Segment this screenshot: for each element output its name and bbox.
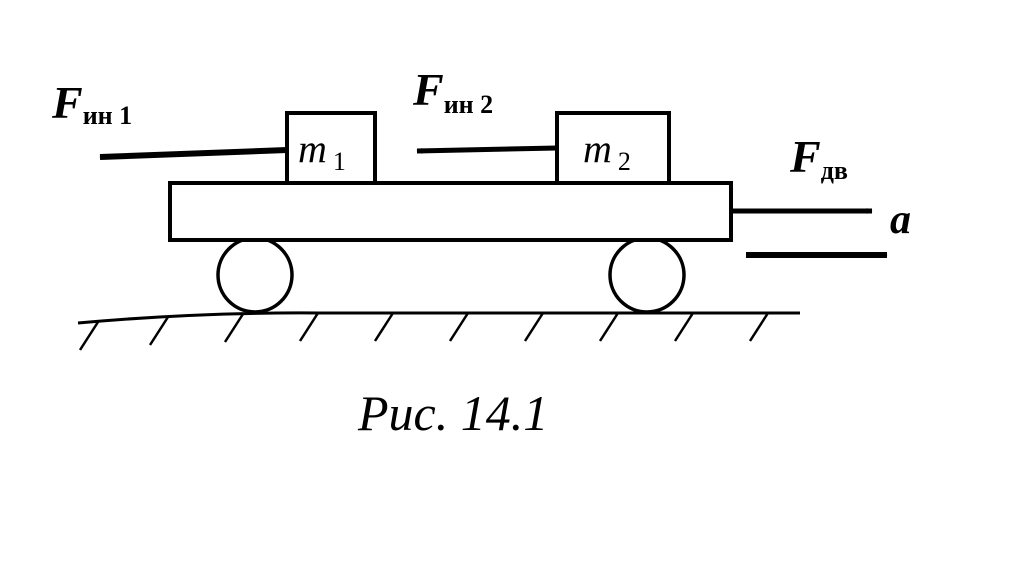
cart-platform <box>168 181 733 242</box>
mass-block-2 <box>555 111 671 185</box>
figure-caption: Рис. 14.1 <box>357 385 548 441</box>
force-in1-label: Fин 1 <box>51 77 132 130</box>
force-in1-arrow <box>99 147 288 160</box>
force-dv-label: Fдв <box>789 131 848 185</box>
mass-block-1 <box>285 111 377 185</box>
wheel-left <box>216 236 294 314</box>
force-in2-label: Fин 2 <box>412 64 493 119</box>
wheel-right <box>608 236 686 314</box>
ground-surface <box>77 311 800 325</box>
force-in2-arrow <box>416 145 558 154</box>
ground-hatching <box>78 312 770 351</box>
acceleration-label: a <box>890 197 911 243</box>
